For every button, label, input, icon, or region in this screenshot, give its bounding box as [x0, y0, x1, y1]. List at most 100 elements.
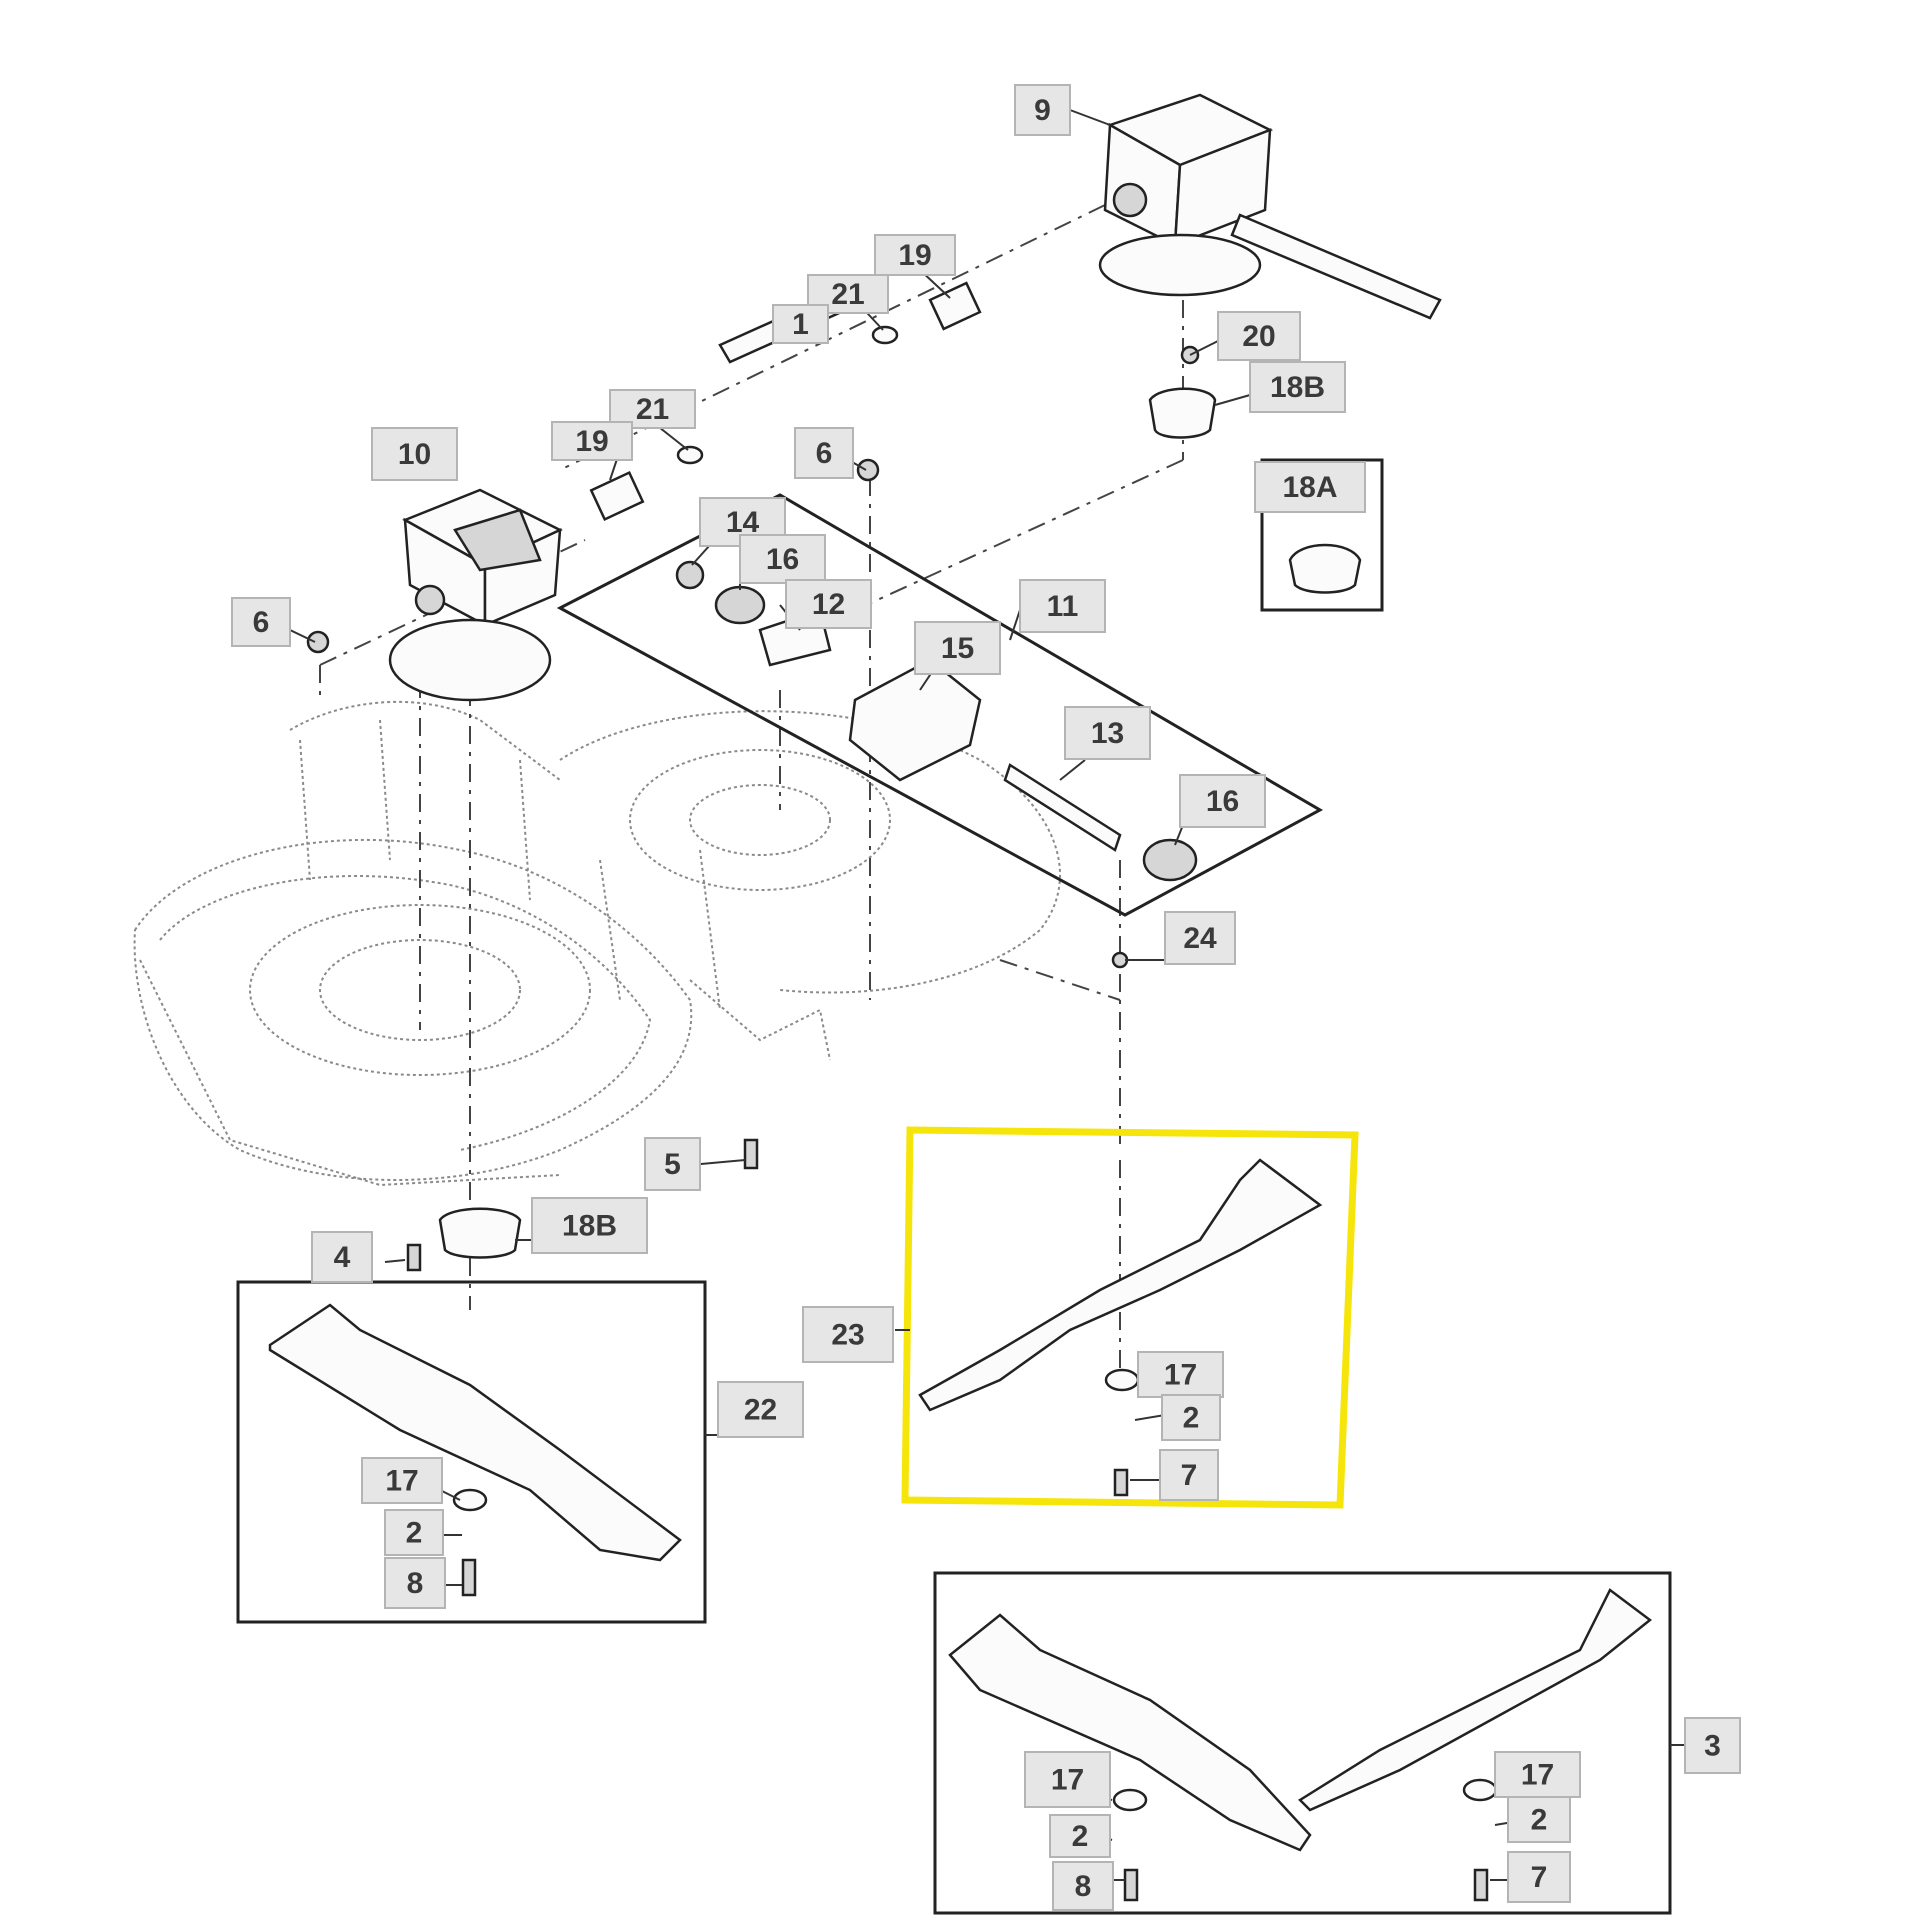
callout-c17c: 17	[1024, 1751, 1111, 1808]
callout-label: 11	[1047, 590, 1079, 623]
callout-label: 1	[792, 308, 809, 341]
callout-c8a: 8	[384, 1557, 446, 1609]
callout-c20: 20	[1217, 311, 1301, 361]
callout-box	[739, 534, 826, 584]
callout-box	[1179, 774, 1266, 828]
callout-box	[531, 1197, 648, 1254]
callout-c19b: 19	[551, 421, 633, 461]
callout-label: 4	[334, 1241, 351, 1274]
callout-box	[914, 621, 1001, 675]
callout-label: 18A	[1282, 471, 1337, 504]
blade-22	[268, 1303, 682, 1597]
callout-c2c: 2	[1049, 1814, 1111, 1858]
callout-box	[874, 234, 956, 276]
callout-c15: 15	[914, 621, 1001, 675]
callout-label: 9	[1034, 94, 1051, 127]
callout-label: 3	[1704, 1730, 1721, 1763]
callout-box	[384, 1557, 446, 1609]
blades-3	[948, 1588, 1653, 1902]
callout-label: 21	[831, 278, 864, 311]
callout-box	[1049, 1814, 1111, 1858]
callout-label: 17	[1164, 1359, 1197, 1392]
callout-label: 5	[664, 1148, 681, 1181]
callout-c7b: 7	[1507, 1851, 1571, 1903]
callout-label: 22	[744, 1394, 777, 1427]
callout-c19a: 19	[874, 234, 956, 276]
callout-label: 6	[253, 606, 270, 639]
callout-box	[1161, 1394, 1221, 1441]
callout-label: 18B	[562, 1210, 617, 1243]
callout-label: 24	[1183, 922, 1217, 955]
callout-c17b: 17	[1137, 1351, 1224, 1398]
callout-box	[1052, 1861, 1114, 1911]
callout-c2b: 2	[1161, 1394, 1221, 1441]
callout-label: 17	[1051, 1764, 1084, 1797]
kit-3-box	[933, 1571, 1672, 1915]
callout-c9: 9	[1014, 84, 1071, 136]
callout-c18a: 18A	[1254, 461, 1366, 513]
callout-box	[772, 304, 829, 344]
callout-c17d: 17	[1494, 1751, 1581, 1798]
callout-c4: 4	[311, 1231, 373, 1283]
callout-c18b_bottom: 18B	[531, 1197, 648, 1254]
callout-c18b_top: 18B	[1249, 361, 1346, 413]
callout-label: 13	[1091, 717, 1124, 750]
callout-box	[551, 421, 633, 461]
callout-box	[361, 1457, 443, 1504]
callout-c2a: 2	[384, 1509, 444, 1556]
callout-box	[1164, 911, 1236, 965]
callout-c7a: 7	[1159, 1449, 1219, 1501]
kit-18a-box	[1260, 458, 1384, 612]
callout-label: 16	[1206, 785, 1239, 818]
callout-box	[1494, 1751, 1581, 1798]
callout-c17a: 17	[361, 1457, 443, 1504]
callout-c24: 24	[1164, 911, 1236, 965]
callout-box	[1014, 84, 1071, 136]
callout-label: 16	[766, 543, 799, 576]
callout-box	[384, 1509, 444, 1556]
callout-box	[1159, 1449, 1219, 1501]
callout-c21b: 21	[609, 389, 696, 429]
callout-label: 23	[831, 1319, 864, 1352]
spindle-parts	[306, 345, 1217, 969]
callout-label: 8	[1075, 1870, 1092, 1903]
callout-label: 6	[816, 437, 833, 470]
gearbox-10	[388, 488, 563, 702]
callout-label: 19	[575, 425, 608, 458]
callout-label: 7	[1181, 1459, 1198, 1492]
callout-label: 7	[1531, 1861, 1548, 1894]
callout-box	[794, 427, 854, 479]
callout-c16b: 16	[1179, 774, 1266, 828]
callout-c23: 23	[802, 1306, 894, 1363]
callout-box	[1249, 361, 1346, 413]
callout-label: 12	[812, 588, 845, 621]
callout-c12: 12	[785, 579, 872, 629]
gearbox-9	[1098, 93, 1442, 320]
callout-label: 17	[1521, 1759, 1554, 1792]
callout-box	[802, 1306, 894, 1363]
callout-label: 14	[726, 506, 760, 539]
callout-box	[1064, 706, 1151, 760]
callout-box	[1507, 1796, 1571, 1843]
callout-box	[1684, 1717, 1741, 1774]
callout-box	[1024, 1751, 1111, 1808]
mower-deck-outline	[133, 700, 1061, 1187]
callout-box	[1019, 579, 1106, 633]
lower-left-hardware	[406, 1138, 759, 1272]
callout-c5: 5	[644, 1137, 701, 1191]
callout-c6a: 6	[231, 597, 291, 647]
callout-box	[644, 1137, 701, 1191]
callout-label: 2	[1183, 1402, 1200, 1435]
callout-label: 21	[636, 393, 669, 426]
cup-18a	[1288, 543, 1362, 594]
callout-label: 15	[941, 632, 974, 665]
callout-c11: 11	[1019, 579, 1106, 633]
callout-box	[609, 389, 696, 429]
callout-box	[1507, 1851, 1571, 1903]
callout-box	[785, 579, 872, 629]
callout-box	[231, 597, 291, 647]
callout-c16a: 16	[739, 534, 826, 584]
highlight-outline	[901, 1126, 1359, 1509]
